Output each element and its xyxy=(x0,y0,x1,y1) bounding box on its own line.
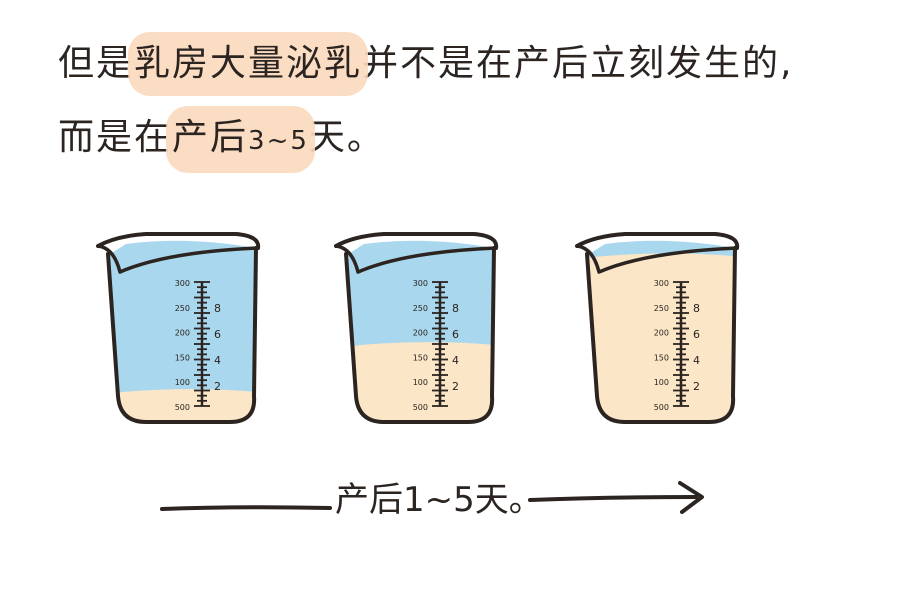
line2-text-a: 而是在 xyxy=(58,117,173,158)
arrow-head-icon xyxy=(678,481,704,514)
beaker-rim xyxy=(334,232,499,250)
highlight-postpartum-days: 产后3~5 xyxy=(166,106,315,173)
beaker-body-outline xyxy=(106,246,258,424)
scale-label-right: 2 xyxy=(214,380,221,393)
scale-label-right: 4 xyxy=(693,354,700,367)
scale-label-right: 8 xyxy=(693,302,700,315)
beaker-liquid xyxy=(110,240,256,422)
beaker-spout xyxy=(334,244,498,274)
scale-label-left: 500 xyxy=(413,403,428,412)
line2-postpartum: 产后 xyxy=(172,117,249,158)
beaker-left: 300 250 200 150 100 500 8 6 4 2 xyxy=(96,232,261,424)
scale-label-left: 250 xyxy=(654,304,669,313)
scale-label-right: 6 xyxy=(214,328,221,341)
scale-label-left: 500 xyxy=(175,403,190,412)
beaker-liquid xyxy=(589,240,735,422)
headline-line-1: 但是乳房大量泌乳并不是在产后立刻发生的, xyxy=(58,32,794,96)
scale-label-left: 250 xyxy=(413,304,428,313)
milk-fill xyxy=(589,253,735,422)
timeline-arrow xyxy=(160,481,704,514)
scale-label-right: 6 xyxy=(693,328,700,341)
scale-label-left: 100 xyxy=(175,378,190,387)
beaker-middle: 300 250 200 150 100 500 8 6 4 2 xyxy=(334,232,499,424)
scale-label-left: 300 xyxy=(175,279,190,288)
beaker-body-outline xyxy=(585,246,737,424)
line2-day-suffix: 天。 xyxy=(308,117,385,158)
scale-label-left: 200 xyxy=(175,329,190,338)
scale-label-left: 300 xyxy=(413,279,428,288)
beaker-spout xyxy=(575,244,739,274)
beaker-liquid xyxy=(348,240,494,422)
scale-label-left: 200 xyxy=(654,329,669,338)
beaker-body-outline xyxy=(344,246,496,424)
scale-label-right: 8 xyxy=(214,302,221,315)
scale-label-left: 150 xyxy=(654,353,669,362)
scale-label-left: 250 xyxy=(175,304,190,313)
timeline-line-left xyxy=(160,505,332,511)
beaker-group: 300 250 200 150 100 500 8 6 4 2 300 250 200 150 100 500… xyxy=(96,232,740,424)
beaker-rim xyxy=(575,232,740,250)
highlight-lactation: 乳房大量泌乳 xyxy=(128,32,369,96)
scale-label-left: 150 xyxy=(413,353,428,362)
scale-label-left: 100 xyxy=(654,378,669,387)
line1-text-b: 并不是在产后立刻发生的, xyxy=(362,43,794,84)
scale-label-right: 2 xyxy=(452,380,459,393)
scale-label-left: 100 xyxy=(413,378,428,387)
scale-label-right: 8 xyxy=(452,302,459,315)
milk-fill xyxy=(348,342,494,422)
scale-label-left: 200 xyxy=(413,329,428,338)
line2-days-range: 3~5 xyxy=(248,126,309,156)
beaker-right: 300 250 200 150 100 500 8 6 4 2 xyxy=(575,232,740,424)
headline-line-2: 而是在产后3~5天。 xyxy=(58,106,385,173)
scale-label-right: 2 xyxy=(693,380,700,393)
scale-label-left: 300 xyxy=(654,279,669,288)
line1-text-a: 但是 xyxy=(58,43,135,84)
beaker-rim xyxy=(96,232,261,250)
timeline-line-right xyxy=(528,495,698,502)
beaker-spout xyxy=(96,244,260,274)
scale-label-left: 500 xyxy=(654,403,669,412)
scale-label-right: 4 xyxy=(214,354,221,367)
scale-label-right: 6 xyxy=(452,328,459,341)
scale-label-right: 4 xyxy=(452,354,459,367)
timeline-label: 产后1~5天。 xyxy=(335,478,543,522)
scale-label-left: 150 xyxy=(175,353,190,362)
